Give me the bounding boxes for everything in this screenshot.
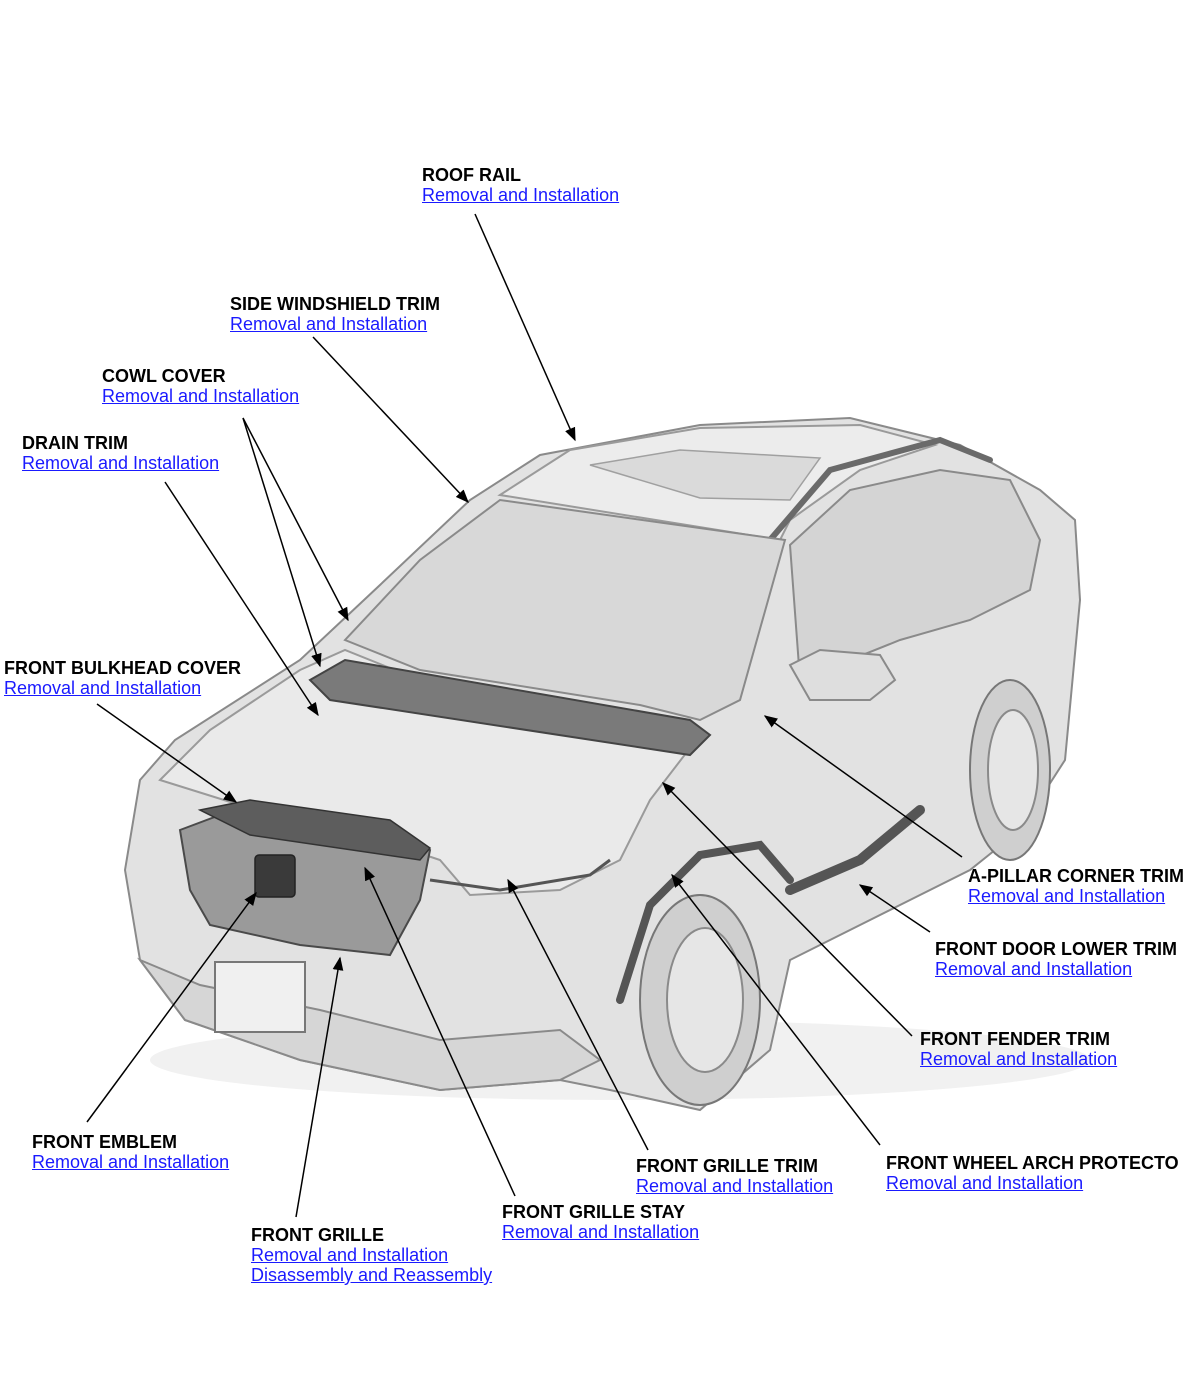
link-front-grille-trim-removal-installation[interactable]: Removal and Installation — [636, 1176, 834, 1196]
callout-title: FRONT GRILLE TRIM — [636, 1156, 818, 1176]
link-front-grille-disassembly-reassembly[interactable]: Disassembly and Reassembly — [251, 1265, 493, 1285]
callout-front-grille-trim: FRONT GRILLE TRIM Removal and Installati… — [636, 1156, 833, 1196]
callout-title: A-PILLAR CORNER TRIM — [968, 866, 1184, 886]
callout-title: DRAIN TRIM — [22, 433, 128, 453]
windshield — [343, 498, 787, 722]
callout-front-fender-trim: FRONT FENDER TRIM Removal and Installati… — [920, 1029, 1117, 1069]
link-drain-trim-removal-installation[interactable]: Removal and Installation — [22, 453, 220, 473]
leader-cowl-cover-1 — [242, 417, 322, 668]
roof-rail — [767, 436, 993, 543]
link-cowl-cover-removal-installation[interactable]: Removal and Installation — [102, 386, 300, 406]
callout-cowl-cover: COWL COVER Removal and Installation — [102, 366, 299, 406]
leader-roof-rail — [474, 213, 576, 442]
sunroof — [589, 449, 822, 501]
link-front-wheel-arch-protector-removal-installation[interactable]: Removal and Installation — [886, 1173, 1084, 1193]
door-lower-trim — [785, 805, 925, 895]
link-roof-rail-removal-installation[interactable]: Removal and Installation — [422, 185, 620, 205]
side-mirror — [788, 648, 897, 701]
callout-title: FRONT GRILLE — [251, 1225, 384, 1245]
callout-title: FRONT BULKHEAD COVER — [4, 658, 241, 678]
callout-front-emblem: FRONT EMBLEM Removal and Installation — [32, 1132, 229, 1172]
leader-front-fender-trim — [662, 782, 913, 1037]
front-wheel-arch — [616, 840, 794, 1004]
link-front-emblem-removal-installation[interactable]: Removal and Installation — [32, 1152, 230, 1172]
leader-front-bulkhead-cover — [96, 703, 238, 803]
cowl-cover — [308, 658, 712, 757]
link-a-pillar-corner-trim-removal-installation[interactable]: Removal and Installation — [968, 886, 1166, 906]
leader-front-wheel-arch-protector — [671, 873, 881, 1146]
link-front-grille-removal-installation[interactable]: Removal and Installation — [251, 1245, 449, 1265]
leader-cowl-cover-2 — [242, 417, 349, 622]
callout-front-wheel-arch-protector: FRONT WHEEL ARCH PROTECTO Removal and In… — [886, 1153, 1200, 1193]
link-front-fender-trim-removal-installation[interactable]: Removal and Installation — [920, 1049, 1118, 1069]
callout-roof-rail: ROOF RAIL Removal and Installation — [422, 165, 619, 205]
leader-front-grille — [295, 956, 344, 1218]
headlight-trim — [429, 858, 611, 892]
leader-front-grille-trim — [507, 878, 649, 1151]
leader-side-windshield-trim — [312, 336, 469, 503]
callout-title: FRONT EMBLEM — [32, 1132, 177, 1152]
leader-front-door-lower-trim — [858, 884, 931, 933]
link-front-door-lower-trim-removal-installation[interactable]: Removal and Installation — [935, 959, 1133, 979]
callout-title: FRONT FENDER TRIM — [920, 1029, 1110, 1049]
front-wheel-rim — [666, 927, 744, 1073]
leader-front-emblem — [86, 891, 257, 1123]
front-emblem — [254, 854, 296, 898]
license-plate — [214, 961, 306, 1033]
callout-title: SIDE WINDSHIELD TRIM — [230, 294, 440, 314]
callout-title: ROOF RAIL — [422, 165, 521, 185]
leader-drain-trim — [164, 481, 319, 717]
callout-title: FRONT GRILLE STAY — [502, 1202, 686, 1222]
callout-front-grille: FRONT GRILLE Removal and Installation Di… — [251, 1225, 492, 1285]
callout-title: COWL COVER — [102, 366, 226, 386]
link-side-windshield-trim-removal-installation[interactable]: Removal and Installation — [230, 314, 428, 334]
callout-title: FRONT DOOR LOWER TRIM — [935, 939, 1177, 959]
link-front-bulkhead-cover-removal-installation[interactable]: Removal and Installation — [4, 678, 202, 698]
callout-front-grille-stay: FRONT GRILLE STAY Removal and Installati… — [502, 1202, 699, 1242]
rear-wheel-rim — [987, 709, 1039, 831]
grille-stay — [197, 799, 432, 861]
leader-lines — [86, 213, 963, 1218]
leader-a-pillar-corner-trim — [763, 715, 963, 858]
link-front-grille-stay-removal-installation[interactable]: Removal and Installation — [502, 1222, 700, 1242]
callout-side-windshield-trim: SIDE WINDSHIELD TRIM Removal and Install… — [230, 294, 440, 334]
callout-title: FRONT WHEEL ARCH PROTECTO — [886, 1153, 1179, 1173]
callout-a-pillar-corner-trim: A-PILLAR CORNER TRIM Removal and Install… — [968, 866, 1184, 906]
vehicle-illustration — [123, 416, 1090, 1112]
leader-front-grille-stay — [364, 866, 516, 1197]
callout-drain-trim: DRAIN TRIM Removal and Installation — [22, 433, 219, 473]
callout-front-door-lower-trim: FRONT DOOR LOWER TRIM Removal and Instal… — [935, 939, 1177, 979]
callout-front-bulkhead-cover: FRONT BULKHEAD COVER Removal and Install… — [4, 658, 241, 698]
